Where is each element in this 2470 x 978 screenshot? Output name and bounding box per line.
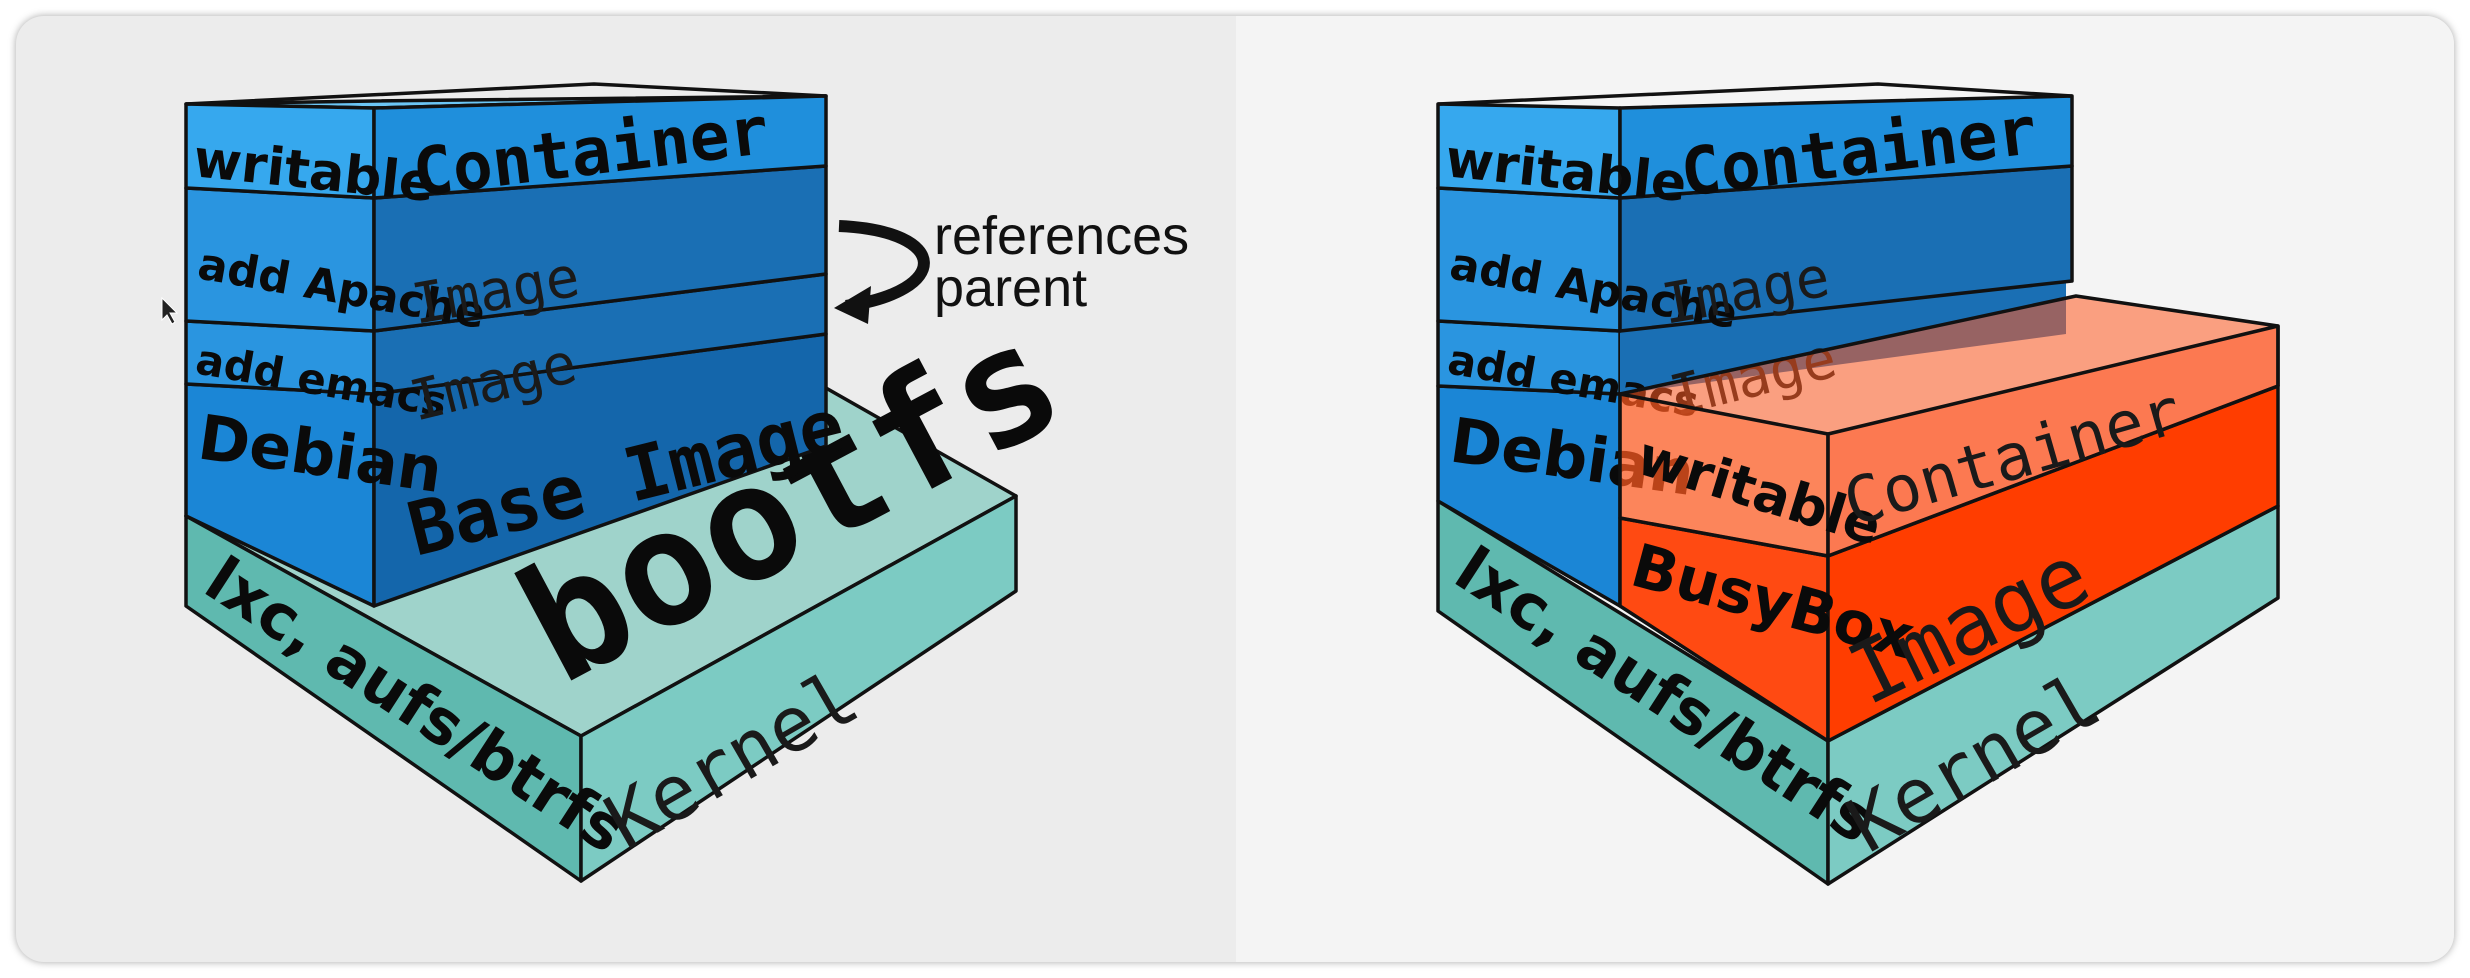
left-stack: lxc, aufs/btrfs Kernel bootfs Debian Bas… (161, 82, 1189, 883)
right-container-front-face (1618, 94, 2074, 200)
right-emacs-front-face (1620, 281, 2066, 394)
right-container-top-edge (1437, 82, 2073, 106)
curved-arrow-icon (838, 220, 930, 312)
mouse-pointer-icon (161, 296, 179, 325)
left-kernel-front-face (579, 494, 1018, 883)
diagram-frame: lxc, aufs/btrfs Kernel bootfs Debian Bas… (16, 16, 2454, 962)
left-container-front-face (372, 94, 828, 200)
right-busybox-container-top-face (1620, 296, 2278, 434)
docker-layers-diagram: lxc, aufs/btrfs Kernel bootfs Debian Bas… (161, 82, 2280, 886)
arrowhead-icon (834, 286, 871, 324)
annotation-line-1: references (934, 206, 1189, 266)
left-apache-layer: add Apache Image (184, 164, 828, 339)
references-parent-annotation: references parent (834, 206, 1189, 324)
right-stack: lxc, aufs/btrfs Kernel Debian add emacs … (1436, 82, 2280, 886)
right-apache-layer: add Apache Image (1436, 164, 2074, 339)
left-debian-layer: Debian Base Image (184, 332, 853, 608)
left-container-top-edge (185, 82, 827, 106)
right-busybox-container-top-edge (1619, 294, 2280, 396)
annotation-line-2: parent (934, 258, 1087, 318)
